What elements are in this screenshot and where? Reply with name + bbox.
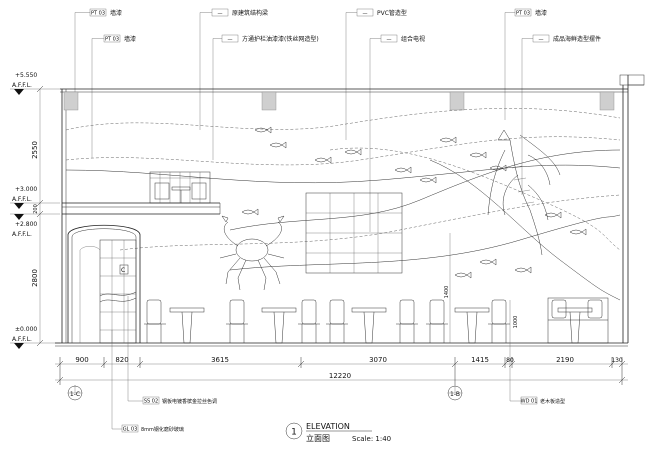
pvc-pipe-curves: [65, 108, 621, 301]
callout-text: 钢板电镀香槟金拉丝色调: [162, 398, 217, 405]
callout-code: —: [363, 11, 368, 17]
callout-pt03-wall-paint-3: PT 03 墙漆: [504, 8, 547, 120]
level-value: ±0.000: [15, 326, 37, 333]
callout-text: 方通护栏油漆漆(铁丝网造型): [242, 35, 319, 43]
fish-decorations: [241, 126, 587, 279]
dim-1415: 1415: [471, 356, 489, 364]
callout-text: 墙漆: [535, 9, 547, 17]
callout-code: PT 03: [105, 37, 119, 43]
callout-pt03-wall-paint-2: PT 03 墙漆: [91, 34, 136, 158]
top-callouts: PT 03 墙漆 PT 03 墙漆 — 原建筑结构梁 — 方通护栏油漆漆(铁丝网…: [74, 8, 601, 232]
callout-code: —: [539, 37, 544, 43]
dim-total: 12220: [329, 372, 351, 380]
horizontal-dimensions: 900 820 3615 3070 1415 80 2190 130 12220: [55, 356, 628, 385]
callout-code: SS 02: [144, 399, 158, 405]
callout-code: —: [218, 11, 223, 17]
level-label: A.F.F.L.: [12, 336, 32, 343]
dim-900: 900: [75, 356, 88, 364]
callout-code: —: [387, 37, 392, 43]
dim-3615: 3615: [211, 356, 229, 364]
vertical-dimensions: 2550 200 2800: [31, 85, 44, 347]
dim-130: 130: [611, 357, 623, 364]
callout-pt03-wall-paint-1: PT 03 墙漆: [74, 8, 122, 95]
callout-tv: — 组合电视: [369, 34, 425, 232]
level-2800: +2.800 A.F.F.L.: [10, 213, 60, 238]
level-value: +3.000: [15, 186, 37, 193]
level-5550: +5.550 A.F.F.L.: [10, 72, 60, 95]
dim-1000: 1000: [513, 316, 519, 329]
dim-3070: 3070: [369, 356, 387, 364]
dim-200: 200: [33, 204, 39, 214]
elevation-frame: [55, 74, 645, 347]
level-value: +5.550: [15, 72, 37, 79]
callout-railing: — 方通护栏油漆漆(铁丝网造型): [212, 34, 319, 160]
crab-decoration: [219, 215, 285, 291]
dim-820: 820: [115, 356, 128, 364]
callout-text: 成品海鲜造型摆件: [553, 35, 601, 43]
callout-code: —: [228, 37, 233, 43]
level-label: A.F.F.L.: [12, 82, 32, 89]
callout-structural-beam: — 原建筑结构梁: [199, 8, 268, 130]
callout-text: 8mm钢化磨砂玻璃: [141, 426, 184, 433]
inner-dim-tv-height: 1400: [444, 233, 451, 343]
dim-1400: 1400: [444, 286, 450, 299]
title-scale: Scale: 1:40: [352, 435, 391, 443]
callout-old-wood: WD 01 老木板造型: [509, 343, 565, 405]
callout-frosted-glass: GL 03 8mm钢化磨砂玻璃: [111, 330, 184, 433]
level-markers: +5.550 A.F.F.L. +3.000 A.F.F.L. +2.800 A…: [10, 72, 60, 349]
callout-text: 组合电视: [401, 35, 425, 43]
title-number: 1: [291, 428, 297, 438]
tv-panel: [305, 192, 403, 274]
inner-dim-bench-height: 1000: [509, 300, 519, 343]
level-0000: ±0.000 A.F.F.L.: [10, 326, 60, 349]
axis-1b: 1-B: [450, 391, 460, 398]
level-label: A.F.F.L.: [12, 196, 32, 203]
axis-markers: 1-C 1-B: [67, 385, 463, 401]
callout-text: 老木板造型: [540, 398, 565, 405]
title-en: ELEVATION: [306, 422, 350, 431]
svg-text:C: C: [121, 267, 125, 274]
dim-2190: 2190: [556, 356, 574, 364]
level-label: A.F.F.L.: [12, 231, 32, 238]
callout-pvc-pipe: — PVC管造型: [345, 8, 407, 140]
callout-code: WD 01: [521, 399, 538, 405]
callout-code: PT 03: [91, 11, 105, 17]
dim-2550: 2550: [31, 141, 39, 159]
callout-code: PT 03: [516, 11, 530, 17]
axis-1c: 1-C: [70, 391, 80, 398]
callout-text: 墙漆: [110, 9, 122, 17]
callout-text: 原建筑结构梁: [232, 9, 268, 17]
drawing-title: 1 ELEVATION 立面图 Scale: 1:40: [285, 422, 391, 443]
title-cn: 立面图: [306, 433, 330, 443]
callout-steel-plate: SS 02 钢板电镀香槟金拉丝色调: [127, 296, 217, 405]
bottom-callouts: SS 02 钢板电镀香槟金拉丝色调 GL 03 8mm钢化磨砂玻璃 WD 01 …: [111, 296, 565, 433]
lobster-decoration: [487, 129, 561, 256]
level-3000: +3.000 A.F.F.L.: [10, 186, 60, 209]
callout-code: GL 03: [123, 427, 138, 433]
level-value: +2.800: [15, 221, 37, 228]
glass-door: C: [67, 224, 141, 344]
dining-furniture: [144, 297, 609, 344]
dim-2800: 2800: [31, 269, 39, 287]
callout-seafood-decor: — 成品海鲜造型摆件: [521, 34, 601, 195]
callout-text: 墙漆: [124, 35, 136, 43]
callout-text: PVC管造型: [377, 9, 407, 17]
